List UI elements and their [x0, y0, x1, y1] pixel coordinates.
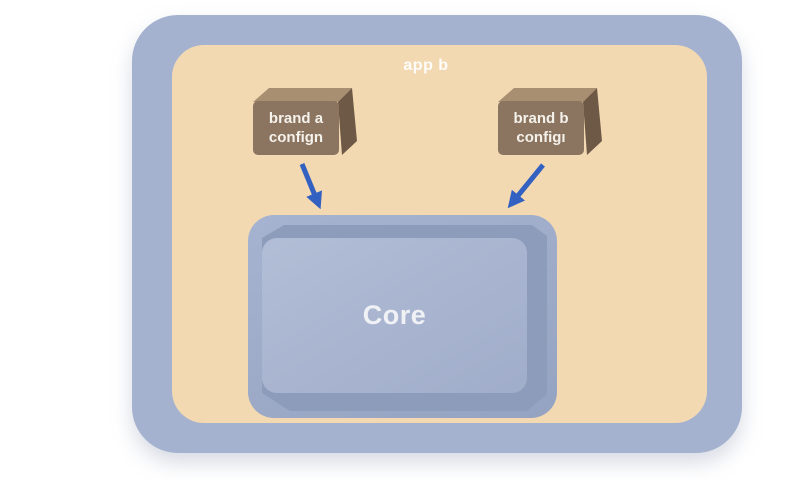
app-label: app b	[403, 57, 449, 74]
core-3d-graphic	[262, 225, 547, 411]
node-label-line2: confign	[268, 129, 324, 146]
core-label: Core	[362, 300, 427, 330]
node-label: brand a confign	[253, 101, 339, 155]
node-label-line1: brand a	[268, 109, 324, 127]
node-label-line2: configı	[516, 129, 566, 146]
box-3d-graphic	[253, 88, 357, 155]
node-brand-a-config: brand a confign	[247, 85, 363, 163]
core-face-shape	[262, 238, 527, 393]
box-3d-graphic	[498, 88, 602, 155]
node-label: brand b configı	[498, 101, 584, 155]
node-label-line1: brand b	[513, 109, 569, 127]
node-brand-b-config: brand b configı	[492, 85, 608, 163]
